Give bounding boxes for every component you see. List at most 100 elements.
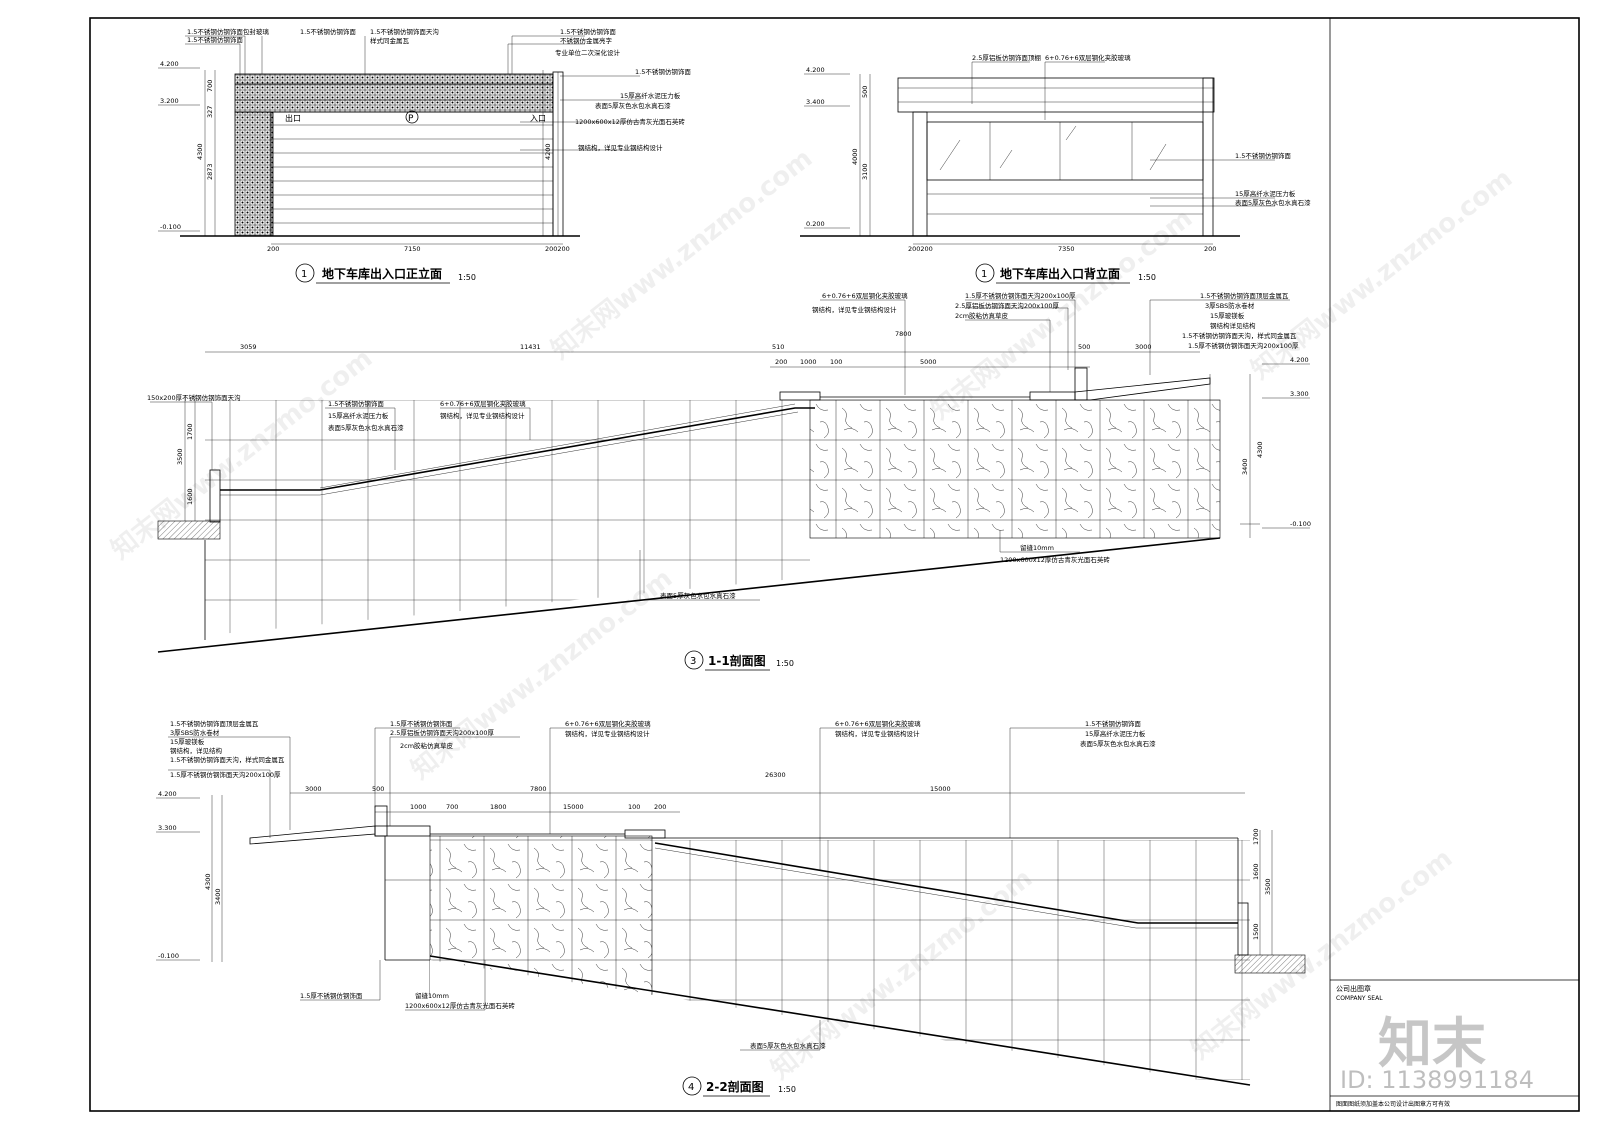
view2-dim-bottom-1: 200200 — [908, 245, 933, 253]
view2-number-circle — [975, 263, 995, 283]
view1-note-top-8: 专业单位二次深化设计 — [555, 48, 621, 57]
view4-note-12: 1.5不锈钢仿钢饰面 — [1085, 719, 1141, 728]
view1-level-1: 4.200 — [160, 60, 179, 68]
view2-level-2: 3.400 — [806, 98, 825, 106]
view4-note-5: 1.5不锈钢仿钢饰面天沟，样式同金属瓦 — [170, 755, 285, 764]
view4-dim-top-1: 26300 — [765, 771, 786, 779]
view1-title: 地下车库出入口正立面 — [322, 266, 442, 281]
view3-canopy-mid — [1029, 391, 1076, 401]
view3-note-8: 3厚SBS防水卷材 — [1205, 301, 1255, 310]
view1-parking-circle — [405, 110, 419, 124]
view4-note-14: 表面5厚灰色水包水真石漆 — [1080, 739, 1156, 748]
view2-note-right-1: 1.5不锈钢仿钢饰面 — [1235, 151, 1291, 160]
view3-note-14: 2cm胶粘仿真草皮 — [955, 311, 1009, 320]
title-block: 公司出图章 COMPANY SEAL 图面图纸须加盖本公司设计出图章方可有效 — [1329, 18, 1579, 1111]
view4-note-4: 钢结构，详见结构 — [170, 746, 223, 755]
view1-number: 1 — [301, 269, 307, 280]
view1-dim-right: 4200 — [544, 143, 552, 160]
view3-dim-side-2: 3500 — [176, 448, 184, 465]
view2-dim-bottom-2: 7350 — [1058, 245, 1075, 253]
view1-leaders — [185, 35, 640, 151]
view1-dim-bottom-2: 7150 — [404, 245, 421, 253]
view1-wall — [270, 111, 554, 237]
view3-number: 3 — [690, 656, 696, 667]
view3-note-13: 2.5厚铝板仿钢饰面天沟200x100厚 — [955, 301, 1059, 310]
view4-level-2: 3.300 — [158, 824, 177, 832]
watermark-id: ID: 1138991184 — [1340, 1066, 1534, 1094]
view4-dim-side-1: 4300 — [204, 873, 212, 890]
view2-level-3: 0.200 — [806, 220, 825, 228]
view3-note-2: 1.5不锈钢仿钢饰面 — [328, 399, 384, 408]
view4-dim-top-8: 700 — [446, 803, 458, 811]
view4-note-18: 表面5厚灰色水包水真石漆 — [750, 1041, 826, 1050]
view4-title: 2-2剖面图 — [706, 1079, 764, 1094]
view1-sign-entry: 入口 — [530, 114, 546, 123]
view2-note-right-3: 表面5厚灰色水包水真石漆 — [1235, 198, 1311, 207]
view2-note-top-1: 2.5厚铝板仿钢饰面顶棚 — [972, 53, 1041, 62]
view3-parapet — [1074, 367, 1088, 401]
view3-note-15: 留缝10mm — [1020, 543, 1054, 552]
view4-note-17: 1200x600x12厚仿古青灰光面石英砖 — [405, 1001, 515, 1010]
view4-note-3: 15厚玻镁板 — [170, 737, 205, 746]
view3-note-5b: 6+0.76+6双层钢化夹胶玻璃 — [822, 291, 908, 300]
view3-dim-side-1: 1700 — [186, 423, 194, 440]
view3-dim-side-3: 1600 — [186, 488, 194, 505]
view4-note-6: 1.5厚不锈钢仿钢饰面天沟200x100厚 — [170, 770, 281, 779]
view4-section-2-2: 26300 3000 500 7800 15000 1800 1000 700 … — [156, 719, 1306, 1100]
view4-dim-side-5: 1500 — [1252, 923, 1260, 940]
view3-dim-top-2: 11431 — [520, 343, 541, 351]
view3-note-7: 1.5不锈钢仿钢饰面顶层金属瓦 — [1200, 291, 1289, 300]
view4-number: 4 — [688, 1082, 694, 1093]
view1-note-top-2: 1.5不锈钢仿钢饰面 — [187, 35, 243, 44]
view4-roof-slope — [249, 825, 376, 845]
view3-ground-slab — [157, 520, 221, 540]
view3-note-16: 1200x600x12厚仿古青灰光面石英砖 — [1000, 555, 1110, 564]
view4-dim-top-3: 500 — [372, 785, 384, 793]
view1-note-right-5: 钢结构，详见专业钢结构设计 — [578, 143, 663, 152]
view4-note-9: 2cm胶粘仿真草皮 — [400, 741, 454, 750]
view2-roof-band — [897, 77, 1215, 113]
view3-handrail — [220, 407, 815, 491]
view3-dim-top-4: 7800 — [895, 330, 912, 338]
view1-dim-left-4: 2873 — [206, 163, 214, 180]
view3-dim-top-10: 500 — [1078, 343, 1090, 351]
view1-sign-exit: 出口 — [285, 113, 301, 123]
view3-dim-top-9: 200 — [775, 358, 787, 366]
view3-note-6: 钢结构，详见专业钢结构设计 — [440, 411, 525, 420]
view3-dim-top-6: 3000 — [1135, 343, 1152, 351]
view1-note-right-3: 表面5厚灰色水包水真石漆 — [595, 101, 671, 110]
view1-dim-left-3: 4300 — [196, 143, 204, 160]
view3-dim-top-7: 1000 — [800, 358, 817, 366]
footer-note: 图面图纸须加盖本公司设计出图章方可有效 — [1336, 1100, 1450, 1108]
view4-note-2: 3厚SBS防水卷材 — [170, 728, 220, 737]
view4-note-15: 1.5厚不锈钢仿钢饰面 — [300, 991, 363, 1000]
view2-left-column — [912, 111, 928, 237]
view4-note-8: 2.5厚铝板仿钢饰面天沟200x100厚 — [390, 728, 494, 737]
view1-dim-bottom-3: 200200 — [545, 245, 570, 253]
company-seal-en: COMPANY SEAL — [1336, 995, 1383, 1002]
view4-note-10: 6+0.76+6双层钢化夹胶玻璃 — [565, 719, 651, 728]
view4-parapet — [374, 805, 388, 837]
view4-dim-side-6: 1700 — [1252, 828, 1260, 845]
view1-scale: 1:50 — [458, 273, 476, 282]
view4-leaders — [168, 727, 1120, 1051]
view1-left-screen — [234, 111, 274, 237]
view2-note-top-2: 6+0.76+6双层钢化夹胶玻璃 — [1045, 53, 1131, 62]
view1-note-top-7: 不锈钢仿金属亮字 — [560, 36, 613, 45]
view1-note-right-4: 1200x600x12厚仿古青灰光面石英砖 — [575, 117, 685, 126]
view4-dim-side-2: 3400 — [214, 888, 222, 905]
view3-title: 1-1剖面图 — [708, 653, 766, 668]
view2-dim-left-1: 500 — [861, 86, 869, 98]
view2-dim-left-3: 3100 — [861, 163, 869, 180]
view3-note-3: 15厚高纤水泥压力板 — [328, 411, 389, 420]
view4-note-1: 1.5不锈钢仿钢饰面顶层金属瓦 — [170, 719, 259, 728]
view1-note-top-3: 1.5不锈钢仿钢饰面 — [300, 27, 356, 36]
view3-note-6b: 钢结构，详见专业钢结构设计 — [812, 305, 897, 314]
view1-note-top-5: 1.5不锈钢仿钢饰面 — [560, 27, 616, 36]
view3-left-post — [209, 469, 221, 523]
view3-level-2: 3.300 — [1290, 390, 1309, 398]
view2-scale: 1:50 — [1138, 273, 1156, 282]
view1-level-2: 3.200 — [160, 97, 179, 105]
view3-leaders — [150, 299, 1290, 601]
